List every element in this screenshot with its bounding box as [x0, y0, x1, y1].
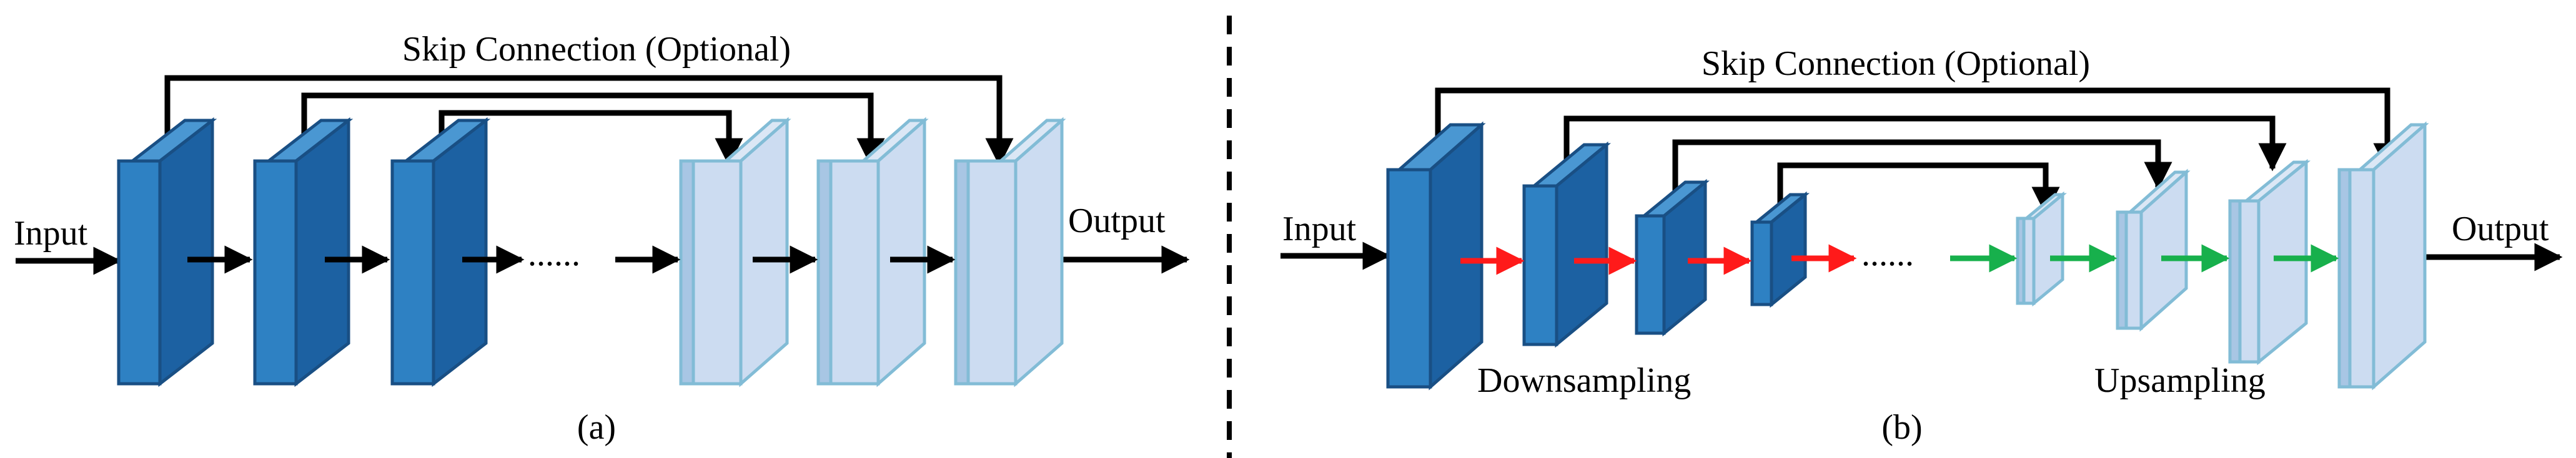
panel-a-encoder-layer-3 [390, 117, 491, 387]
panel-a-encoder-layer-1 [117, 117, 217, 387]
panel-b-skip-line-1 [1435, 87, 2402, 172]
panel-a-decoder-layer-3 [954, 117, 1066, 387]
panel-b-encoder-layer-4 [1750, 191, 1810, 308]
panel-b-skip-line-2 [1563, 115, 2287, 187]
panel-a-skip-line-middle [301, 92, 885, 167]
panel-a: Skip Connection (Optional) Input Output … [14, 30, 1190, 447]
panel-b-downsampling-label: Downsampling [1477, 361, 1691, 400]
panel-a-output-label: Output [1068, 202, 1166, 240]
panel-b-decoder-layer-3 [2228, 158, 2311, 366]
panel-b-ellipsis: ...... [1861, 235, 1914, 273]
panel-a-decoder-layer-1 [679, 117, 791, 387]
panel-b-decoder-layer-2 [2116, 168, 2191, 332]
panel-a-encoder-layer-2 [253, 117, 354, 387]
panel-b-encoder-layer-2 [1522, 141, 1611, 348]
panel-a-skip-line-outer [164, 75, 1014, 167]
panel-a-input-label: Input [14, 214, 88, 253]
panel-a-caption: (a) [577, 408, 616, 447]
panel-a-ellipsis: ...... [528, 235, 580, 273]
panel-b-skip-line-4 [1777, 162, 2060, 215]
panel-b-decoder-layer-4 [2337, 121, 2429, 391]
panel-b-decoder-layer-1 [2016, 191, 2067, 307]
panel-b-skip-line-3 [1672, 139, 2172, 200]
panel-a-skip-label: Skip Connection (Optional) [402, 30, 791, 69]
panel-b-skip-label: Skip Connection (Optional) [1702, 44, 2090, 83]
panel-b-encoder-layer-1 [1386, 121, 1486, 391]
panel-b-input-label: Input [1282, 210, 1357, 248]
panel-b-caption: (b) [1881, 408, 1922, 447]
panel-b: Skip Connection (Optional) Input Output … [1281, 44, 2563, 447]
panel-b-output-label: Output [2452, 210, 2549, 248]
panel-b-encoder-layer-3 [1635, 178, 1710, 337]
panel-b-upsampling-label: Upsampling [2094, 361, 2266, 400]
panel-a-decoder-layer-2 [816, 117, 929, 387]
